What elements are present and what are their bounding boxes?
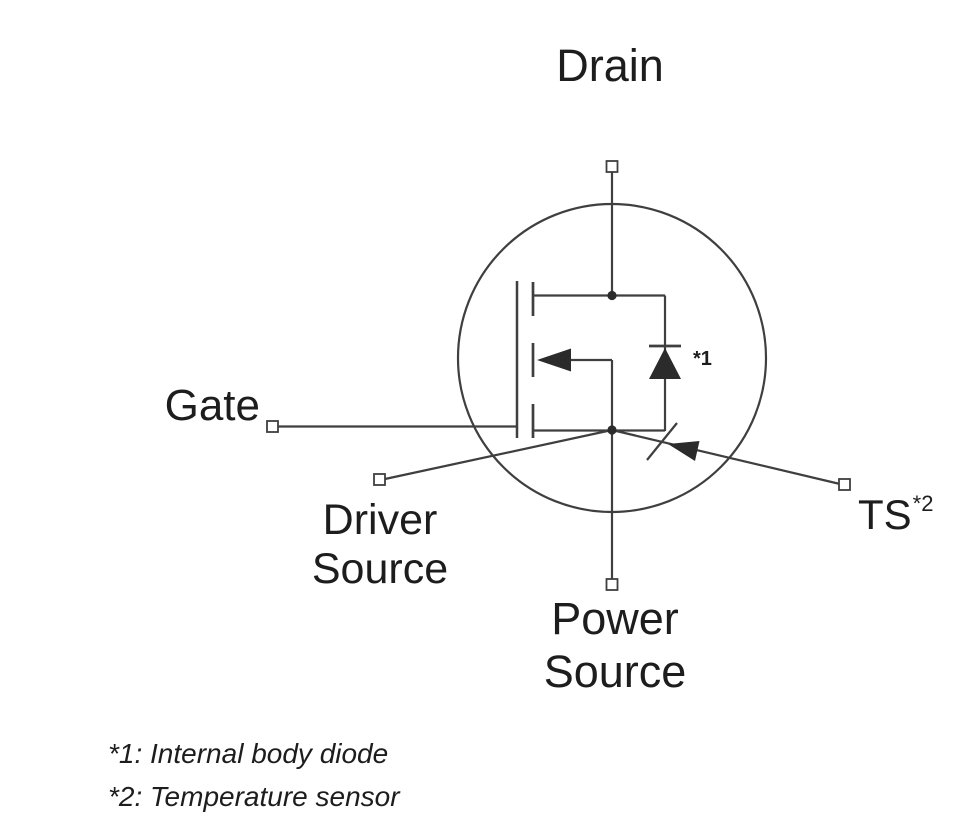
driver-source-label-line1: Driver	[322, 496, 438, 544]
ts-arrowhead	[668, 441, 700, 461]
drain-node-dot	[607, 290, 617, 301]
drain-label: Drain	[556, 40, 664, 91]
power-source-terminal-square	[605, 578, 619, 591]
drain-terminal-square	[605, 160, 619, 173]
footnotes: *1: Internal body diode *2: Temperature …	[108, 733, 400, 818]
ts-terminal-square	[838, 478, 851, 491]
ts-label: TS*2	[858, 491, 933, 539]
footnote-body-diode: *1: Internal body diode	[108, 738, 389, 769]
ts-label-superscript: *2	[912, 491, 934, 516]
driver-source-lead-line	[384, 428, 613, 481]
driver-source-terminal-square	[373, 473, 386, 486]
body-diode-triangle	[649, 348, 681, 379]
footnote-temperature-sensor: *2: Temperature sensor	[108, 780, 400, 812]
source-node-dot	[607, 425, 617, 435]
ts-lead-line	[611, 428, 841, 486]
power-source-label-line2: Source	[543, 646, 687, 698]
power-source-label: Power Source	[518, 592, 712, 698]
body-diode-annotation: *1	[693, 348, 712, 370]
mosfet-body-arrow	[537, 348, 571, 372]
power-source-label-line1: Power	[551, 593, 679, 644]
driver-source-label: Driver Source	[288, 496, 472, 594]
driver-source-label-line2: Source	[311, 545, 449, 594]
gate-label: Gate	[164, 381, 260, 430]
ts-slash-mark	[646, 422, 678, 461]
gate-terminal-square	[266, 420, 279, 433]
ts-label-text: TS	[858, 491, 912, 538]
